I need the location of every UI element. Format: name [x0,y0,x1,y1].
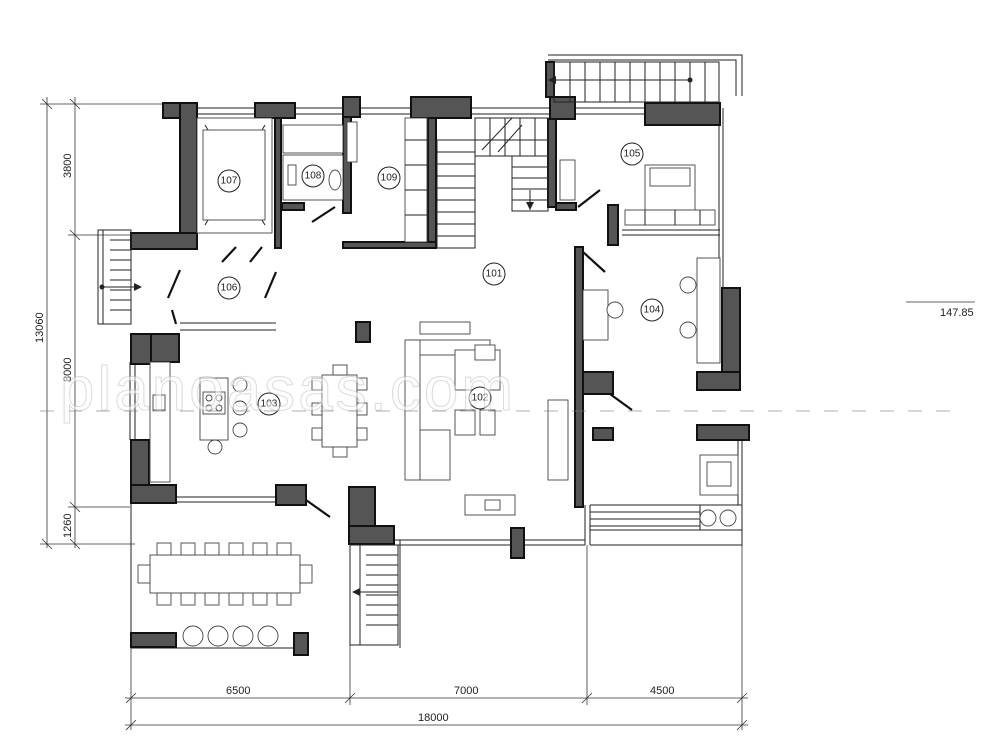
room-label-101: 101 [486,269,503,280]
dim-bottom-left: 6500 [226,685,250,697]
dim-left-middle: 8000 [62,358,74,382]
room-label-106: 106 [221,283,238,294]
level-mark: 147.85 [940,307,974,319]
dim-left-total: 13060 [34,312,46,343]
dim-bottom-middle: 7000 [454,685,478,697]
room-label-109: 109 [381,173,398,184]
stairs [97,61,720,646]
outline-lines [129,54,743,649]
room-label-107: 107 [221,176,238,187]
room-label-102: 102 [472,393,489,404]
dim-left-bottom: 1260 [62,514,74,538]
room-labels: 101 102 103 104 105 106 107 108 109 [217,142,664,416]
dim-left-top: 3800 [62,154,74,178]
dim-bottom-total: 18000 [418,712,449,724]
room-label-103: 103 [261,399,278,410]
room-label-105: 105 [624,149,641,160]
room-label-104: 104 [644,305,661,316]
dimension-lines [40,97,975,731]
doors [166,189,633,518]
walls [130,61,750,656]
watermark: planoasas.com [60,355,516,424]
room-label-108: 108 [305,171,322,182]
dim-bottom-right: 4500 [650,685,674,697]
